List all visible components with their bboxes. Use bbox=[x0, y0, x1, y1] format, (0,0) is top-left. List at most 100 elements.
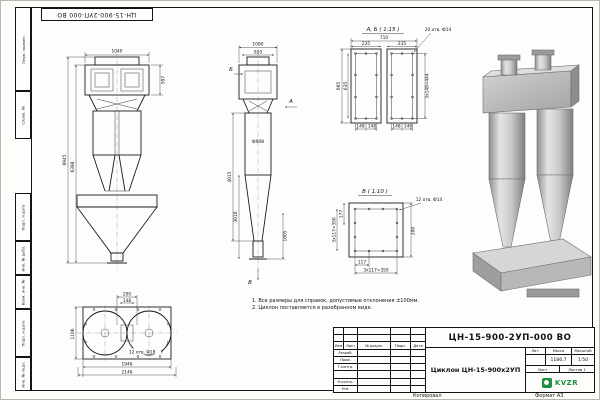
dim-label: 148 bbox=[392, 124, 400, 130]
role-label: Т.контр. bbox=[334, 364, 358, 371]
dim-label: 148 bbox=[404, 124, 412, 130]
product-name: Циклон ЦН-15-900х2УП bbox=[426, 348, 526, 392]
flange-holes bbox=[353, 207, 399, 253]
col-header: № докум. bbox=[358, 342, 391, 349]
copied-label: Копировал bbox=[413, 393, 442, 399]
title-block-meta: Лит. Масса Масштаб 1186,7 1:50 Лист Лист… bbox=[526, 348, 594, 392]
margin-field-label: Подп. и дата bbox=[20, 320, 26, 346]
plan-view: 200 148 1106 1946 2146 12 отв. Ф18 bbox=[70, 292, 177, 377]
view-arrow-v-label: В bbox=[248, 280, 252, 286]
dim-label: 920 bbox=[254, 50, 262, 56]
dim-label: Ф908 bbox=[252, 139, 264, 145]
dim-label: 1946 bbox=[122, 362, 133, 368]
margin-field: Взам. инв. № bbox=[15, 275, 31, 309]
drawing-frame bbox=[31, 7, 593, 391]
view-v-title: В ( 1:10 ) bbox=[362, 189, 388, 195]
left-margin-fields: Перв. примен. Справ. № Подп. и дата Инв.… bbox=[15, 7, 31, 391]
dim-label: 148 bbox=[356, 124, 364, 130]
note-line: 2. Циклон поставляется в разобранном вид… bbox=[252, 305, 373, 311]
col-header: Лист bbox=[344, 342, 358, 349]
front-view: 1040 597 6945 6398 bbox=[62, 49, 167, 269]
document-designation: ЦН-15-900-2УП-000 ВО bbox=[426, 328, 594, 348]
dim-label: 6398 bbox=[70, 161, 76, 172]
dim-label: 1106 bbox=[70, 328, 76, 339]
margin-field-label: Инв. № подл. bbox=[20, 360, 26, 388]
doc-number-stamp: ЦН-15-900-2УП-000 ВО bbox=[41, 8, 153, 21]
role-label: Утв. bbox=[334, 385, 358, 392]
dim-label: 235 bbox=[362, 41, 370, 47]
title-block-right: ЦН-15-900-2УП-000 ВО Циклон ЦН-15-900х2У… bbox=[426, 328, 594, 392]
margin-field-label: Подп. и дата bbox=[20, 204, 26, 230]
role-label: Разраб. bbox=[334, 349, 358, 356]
sheet-label: Лист bbox=[526, 366, 560, 372]
change-row bbox=[334, 328, 425, 336]
isometric-view bbox=[472, 49, 592, 298]
dim-label: 235 bbox=[398, 41, 406, 47]
view-arrow-b-label: Б bbox=[229, 67, 233, 73]
label-backing bbox=[127, 348, 161, 355]
dim-label: 710 bbox=[380, 35, 388, 41]
base-holes bbox=[84, 308, 170, 358]
scale-label: Масштаб bbox=[574, 349, 592, 353]
kvzr-logo-icon bbox=[541, 377, 552, 388]
signature-row: Разраб. bbox=[334, 349, 425, 357]
margin-field-label: Перв. примен. bbox=[20, 34, 26, 64]
signature-row: Утв. bbox=[334, 385, 425, 392]
signature-row: Н.контр. bbox=[334, 378, 425, 386]
dim-label: 635 bbox=[343, 82, 349, 90]
holes-note: 12 отв. Ф18 bbox=[129, 350, 156, 356]
signature-row: Пров. bbox=[334, 356, 425, 365]
margin-field: Инв. № дубл. bbox=[15, 241, 31, 275]
col-header: Дата bbox=[413, 343, 423, 348]
signature-row bbox=[334, 371, 425, 379]
notes: 1. Все размеры для справок, допустимые о… bbox=[252, 298, 522, 312]
role-label: Пров. bbox=[334, 356, 358, 364]
dim-label: 3010 bbox=[233, 211, 239, 222]
scale-value: 1:50 bbox=[577, 357, 589, 363]
col-header: Изм bbox=[334, 342, 344, 349]
section-ab-title: А, Б ( 1:15 ) bbox=[366, 27, 400, 33]
dim-label: 4015 bbox=[227, 171, 233, 182]
margin-field-label: Взам. инв. № bbox=[20, 279, 26, 305]
dim-label: 1040 bbox=[112, 49, 123, 55]
note-line: 1. Все размеры для справок, допустимые о… bbox=[252, 298, 419, 304]
margin-field: Справ. № bbox=[15, 91, 31, 139]
holes-note: 20 отв. Ф14 bbox=[425, 27, 452, 33]
dim-label: 695 bbox=[336, 82, 342, 90]
dim-label: 200 bbox=[411, 227, 417, 235]
view-v: В ( 1:10 ) 12 отв. Ф14 177 3х117=350 117… bbox=[332, 189, 442, 275]
dim-label: 200 bbox=[123, 292, 131, 298]
dim-label: 117 bbox=[358, 260, 366, 266]
title-block: Изм Лист № докум. Подп. Дата Разраб. Про… bbox=[333, 327, 595, 393]
margin-field: Перв. примен. bbox=[15, 7, 31, 91]
lit-cells bbox=[526, 355, 546, 365]
format-label: Формат А3 bbox=[535, 393, 564, 399]
mass-value: 1186,7 bbox=[546, 355, 572, 365]
lit-label: Лит. bbox=[526, 348, 546, 354]
dim-label: 177 bbox=[339, 210, 345, 218]
role-label: Н.контр. bbox=[334, 378, 358, 385]
sheets-count: Листов 1 bbox=[568, 366, 586, 372]
view-arrow-a-label: А bbox=[288, 99, 293, 105]
dim-label: 1605 bbox=[283, 230, 289, 241]
margin-spacer bbox=[15, 139, 31, 193]
section-ab-view: А, Б ( 1:15 ) 710 235 bbox=[336, 27, 451, 131]
table-header-row: Изм Лист № докум. Подп. Дата bbox=[334, 342, 425, 350]
doc-number-stamp-text: ЦН-15-900-2УП-000 ВО bbox=[57, 11, 137, 18]
company-logo: KVZR bbox=[526, 373, 594, 392]
dim-label: 597 bbox=[161, 76, 167, 84]
dim-label: 148 bbox=[368, 124, 376, 130]
side-view: Ф908 1080 920 4015 3010 1605 Б А В bbox=[227, 42, 297, 286]
dim-label: 3х117=350 bbox=[332, 217, 338, 243]
margin-field: Подп. и дата bbox=[15, 309, 31, 357]
mass-label: Масса bbox=[546, 348, 572, 354]
dim-label: 2146 bbox=[122, 370, 133, 376]
margin-field-label: Справ. № bbox=[20, 105, 26, 125]
dim-label: 148 bbox=[123, 298, 131, 304]
dim-label: 6945 bbox=[62, 154, 68, 165]
margin-field: Подп. и дата bbox=[15, 193, 31, 241]
margin-field-label: Инв. № дубл. bbox=[20, 245, 26, 271]
drawing-area: 1040 597 6945 6398 Ф908 bbox=[62, 27, 592, 377]
dim-label: 3х117=350 bbox=[363, 268, 389, 274]
